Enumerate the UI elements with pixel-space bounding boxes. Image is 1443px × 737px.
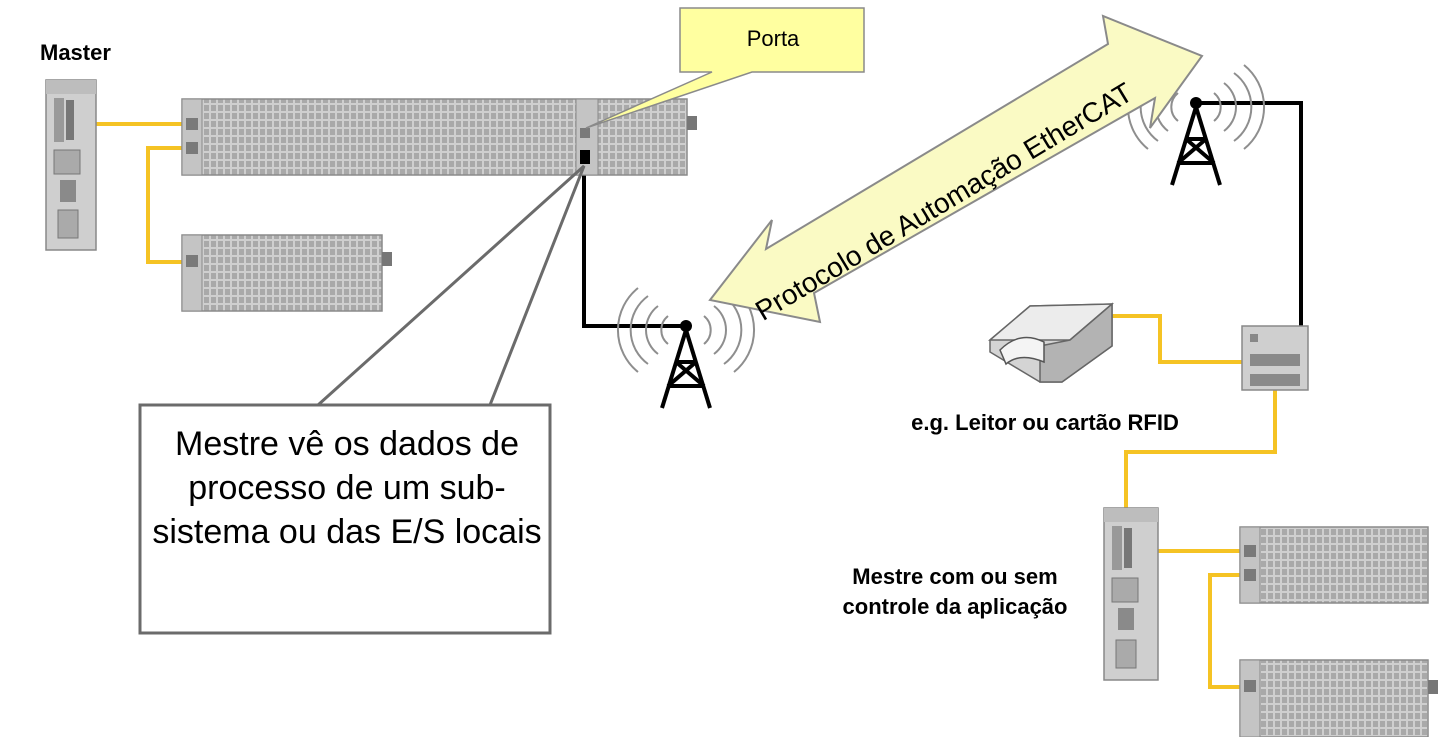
io-module-middle-icon <box>181 234 392 312</box>
master-label: Master <box>40 40 111 65</box>
porta-label: Porta <box>746 26 800 51</box>
links <box>582 101 1303 364</box>
cables <box>96 122 1277 689</box>
io-module-right-top-icon <box>1239 526 1429 604</box>
io-module-top-icon <box>181 98 697 176</box>
callout-pointer <box>316 164 586 407</box>
link-node-left <box>680 320 692 332</box>
rfid-reader-icon <box>987 302 1115 383</box>
slave-master-controller-icon <box>1103 507 1159 681</box>
protocol-arrow <box>708 14 1204 324</box>
rfid-label: e.g. Leitor ou cartão RFID <box>911 410 1179 435</box>
link-node-right <box>1190 97 1202 109</box>
porta-callout <box>585 7 865 129</box>
switch-icon <box>1241 325 1309 391</box>
mestre-controle-label: Mestre com ou sem controle da aplicação <box>842 564 1068 619</box>
antenna-left-icon <box>616 287 756 409</box>
io-module-right-bottom-icon <box>1239 659 1438 737</box>
process-data-callout <box>138 403 552 635</box>
master-controller-icon <box>45 79 97 251</box>
callout-text: Mestre vê os dados de processo de um sub… <box>152 425 542 551</box>
